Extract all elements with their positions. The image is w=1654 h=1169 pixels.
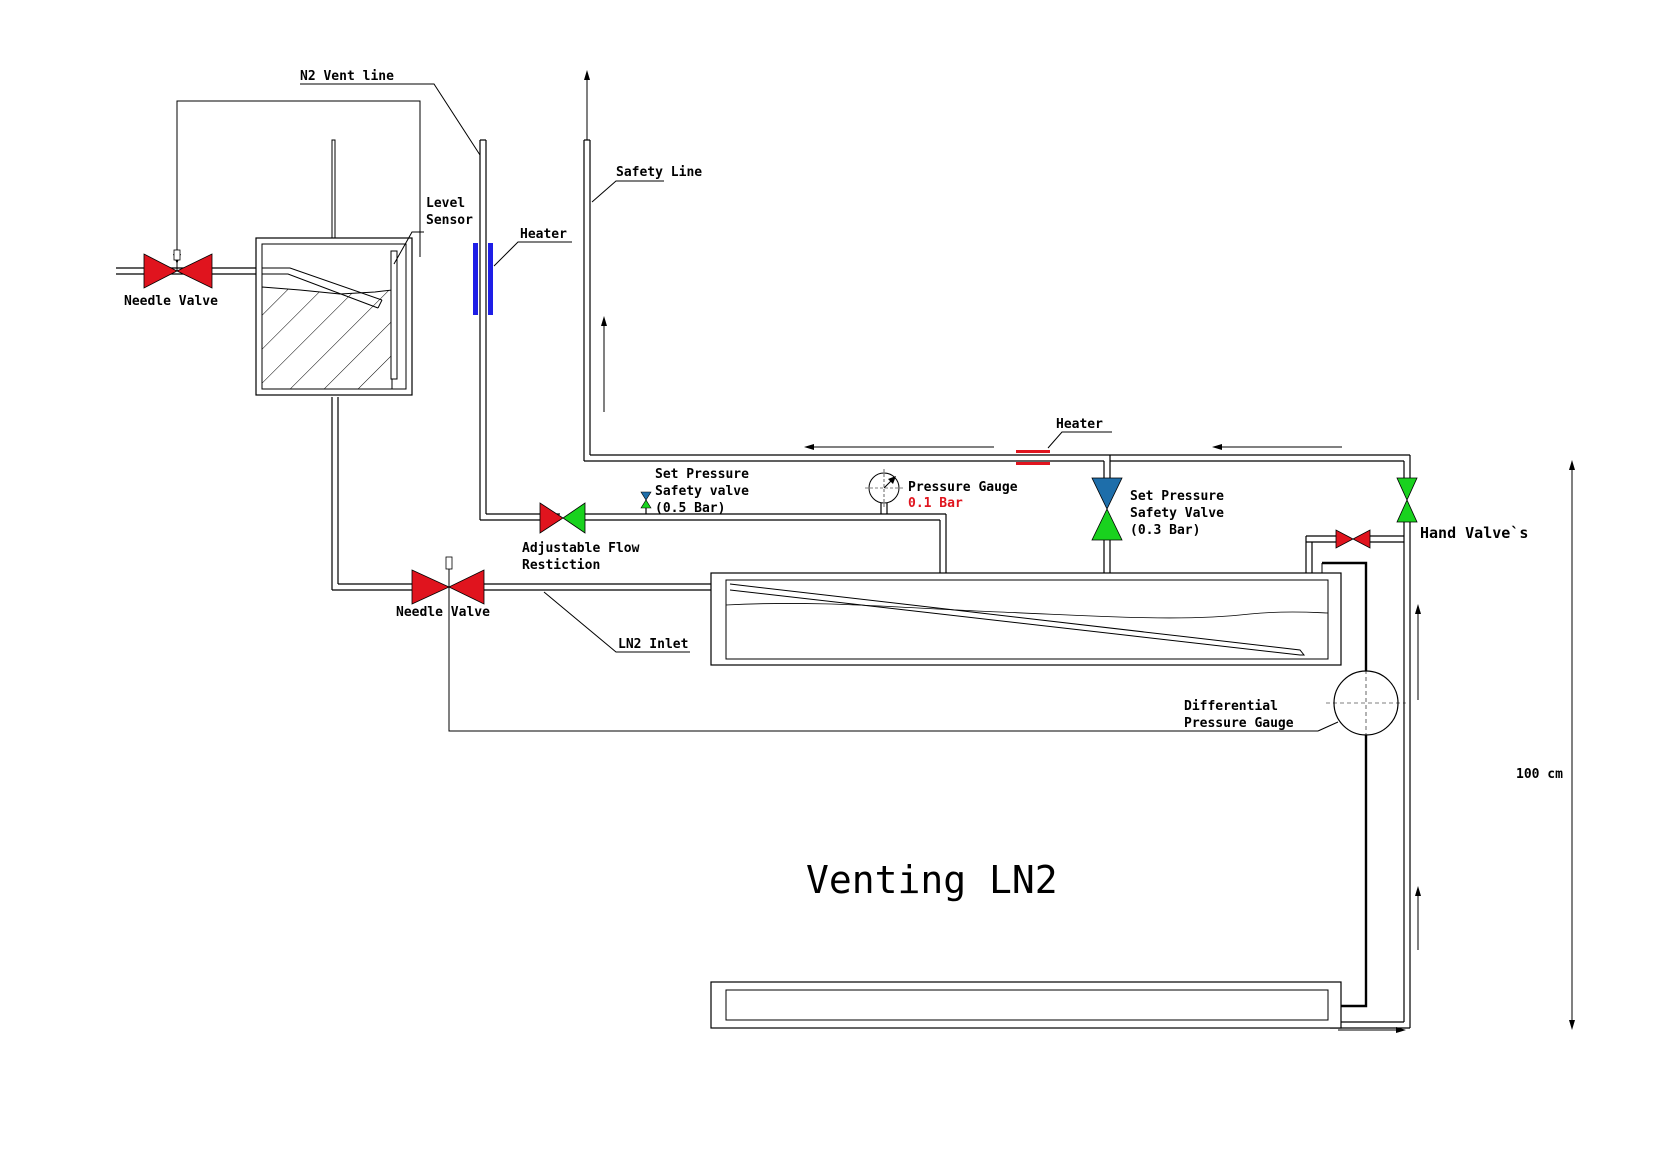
safety-valve-03-icon[interactable] [1091,477,1123,541]
pressure-gauge-icon[interactable] [865,469,903,507]
dimension-100cm [1569,460,1575,1030]
long-vessel-upper [710,572,1342,666]
label-diff-pressure-l1: Differential [1184,699,1278,714]
needle-valve-control-line-top [176,100,421,262]
label-safety-03-l2: Safety Valve [1130,506,1224,521]
label-safety-03-l1: Set Pressure [1130,489,1224,504]
label-safety-05-l3: (0.5 Bar) [655,501,725,516]
label-pressure-gauge: Pressure Gauge [908,480,1018,495]
needle-valve-bottom-icon[interactable] [411,556,485,605]
label-n2-vent-line: N2 Vent line [300,69,394,84]
label-needle-valve-top: Needle Valve [124,294,218,309]
differential-pressure-gauge-icon[interactable] [1326,663,1406,743]
label-safety-05-l1: Set Pressure [655,467,749,482]
label-hand-valves: Hand Valve`s [1420,524,1528,542]
hand-valve-horizontal-icon[interactable] [1335,529,1371,549]
diagram-title: Venting LN2 [806,858,1058,902]
diff-gauge-line [1322,561,1368,1008]
label-adjustable-flow-l2: Restiction [522,558,600,573]
label-pressure-gauge-value: 0.1 Bar [908,496,963,511]
label-heater-vent: Heater [520,227,567,242]
heater-vent-line-icon [473,243,493,315]
safety-valve-05-icon[interactable] [640,491,652,509]
label-diff-pressure-l2: Pressure Gauge [1184,716,1294,731]
piping [116,70,1411,1033]
label-ln2-inlet: LN2 Inlet [618,637,688,652]
leader-lines [300,83,1112,653]
label-adjustable-flow-l1: Adjustable Flow [522,541,640,556]
long-vessel-lower [710,981,1342,1029]
label-safety-line: Safety Line [616,165,702,180]
label-level-sensor-1: Level [426,196,465,211]
label-heater-safety: Heater [1056,417,1103,432]
hand-valve-vertical-icon[interactable] [1396,477,1418,523]
heater-safety-line-icon [1016,450,1050,465]
adjustable-flow-valve-icon[interactable] [539,502,586,534]
label-safety-05-l2: Safety valve [655,484,749,499]
level-sensor-vessel [255,237,413,396]
label-safety-03-l3: (0.3 Bar) [1130,523,1200,538]
label-needle-valve-bottom: Needle Valve [396,605,490,620]
needle-valve-top-icon[interactable] [143,249,213,289]
needle-valve-control-line-bottom [448,590,1318,732]
level-sensor-probe [390,250,398,380]
flow-arrows [601,316,1421,950]
label-dimension: 100 cm [1516,767,1563,782]
label-level-sensor-2: Sensor [426,213,473,228]
sensor-rod [331,139,336,249]
